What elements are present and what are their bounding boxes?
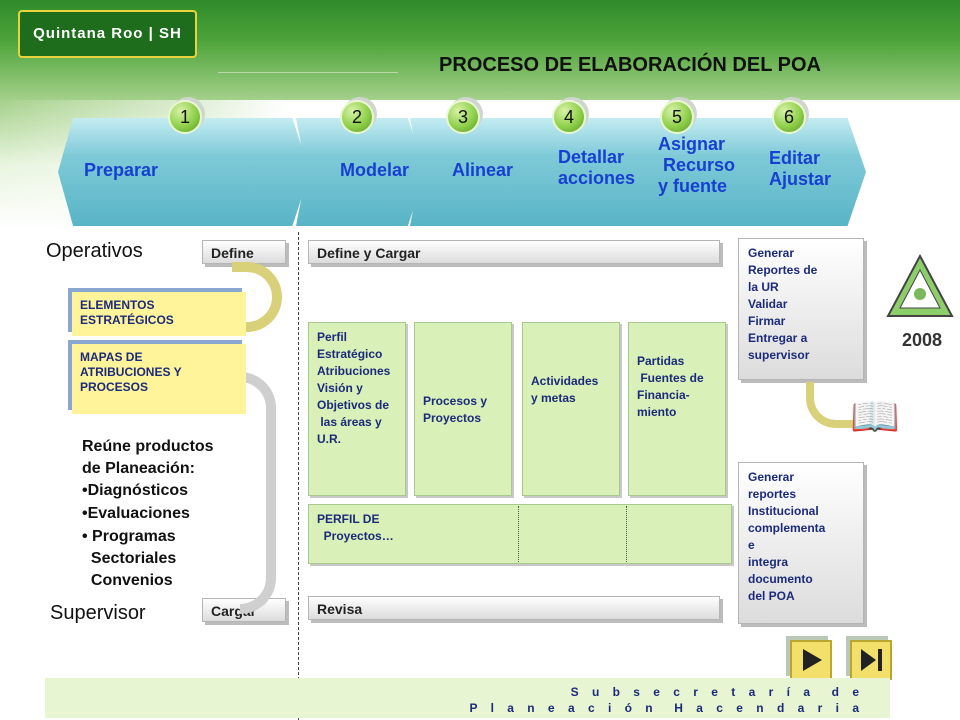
badge-year: 2008 (902, 330, 943, 350)
role-supervisor: Supervisor (50, 602, 146, 624)
step-arrow-3 (410, 118, 540, 226)
book-icon: 📖 (850, 395, 900, 439)
step-label-detallar: Detallar acciones (558, 147, 636, 188)
generar-reportes-institucional-box: Generar reportes Institucional complemen… (738, 462, 864, 624)
play-icon (803, 649, 822, 671)
footer-text: S u b s e c r e t a r í a d e P l a n e … (469, 685, 864, 715)
step-arrow-4 (518, 118, 650, 226)
logo: Quintana Roo | SH (18, 10, 197, 58)
step-label-asignar: Asignar Recurso y fuente (658, 134, 736, 196)
skip-end-icon (861, 649, 882, 671)
column-perfil-estrategico: Perfil Estratégico Atribuciones Visión y… (308, 322, 406, 496)
column-procesos: Procesos y Proyectos (414, 322, 512, 496)
define-y-cargar-bar[interactable]: Define y Cargar (308, 240, 720, 264)
product-item-programas: • Programas Sectoriales Convenios (82, 528, 177, 589)
elementos-estrategicos-box: ELEMENTOS ESTRATÉGICOS (72, 292, 246, 336)
curved-arrow-left (240, 372, 276, 614)
revisa-bar[interactable]: Revisa (308, 596, 720, 620)
define-button[interactable]: Define (202, 240, 286, 264)
seal-badge-icon (886, 253, 954, 317)
step-label-editar: Editar Ajustar (769, 148, 832, 189)
step-number-2: 2 (340, 100, 374, 134)
step-label-alinear: Alinear (452, 160, 514, 180)
step-number-1: 1 (168, 100, 202, 134)
step-arrow-2 (296, 118, 426, 226)
last-button[interactable] (850, 640, 892, 680)
step-label-preparar: Preparar (84, 160, 159, 180)
footer-bar (45, 678, 890, 718)
mapas-atribuciones-box: MAPAS DE ATRIBUCIONES Y PROCESOS (72, 344, 246, 414)
step-number-6: 6 (772, 100, 806, 134)
title-underline (218, 72, 398, 73)
curved-arrow-top (232, 262, 282, 332)
perfil-proyectos-row: PERFIL DE Proyectos… (308, 504, 732, 564)
step-number-3: 3 (446, 100, 480, 134)
role-operativos: Operativos (46, 240, 143, 262)
curved-arrow-right (806, 382, 854, 428)
column-actividades: Actividades y metas (522, 322, 620, 496)
products-heading: Reúne productos de Planeación: (82, 438, 214, 477)
step-arrow-5 (626, 118, 758, 226)
step-arrow-1 (58, 118, 310, 226)
row-divider-2 (626, 506, 627, 562)
step-arrow-6 (734, 118, 866, 226)
dashed-divider (298, 232, 299, 720)
page-title: PROCESO DE ELABORACIÓN DEL POA (439, 54, 821, 76)
column-partidas: Partidas Fuentes de Financia- miento (628, 322, 726, 496)
product-item-diagnosticos: •Diagnósticos (82, 482, 189, 499)
next-button[interactable] (790, 640, 832, 680)
generar-reportes-ur-box: Generar Reportes de la UR Validar Firmar… (738, 238, 864, 380)
row-divider-1 (518, 506, 519, 562)
step-label-modelar: Modelar (340, 160, 410, 180)
product-item-evaluaciones: •Evaluaciones (82, 505, 190, 522)
step-number-4: 4 (552, 100, 586, 134)
step-number-5: 5 (660, 100, 694, 134)
